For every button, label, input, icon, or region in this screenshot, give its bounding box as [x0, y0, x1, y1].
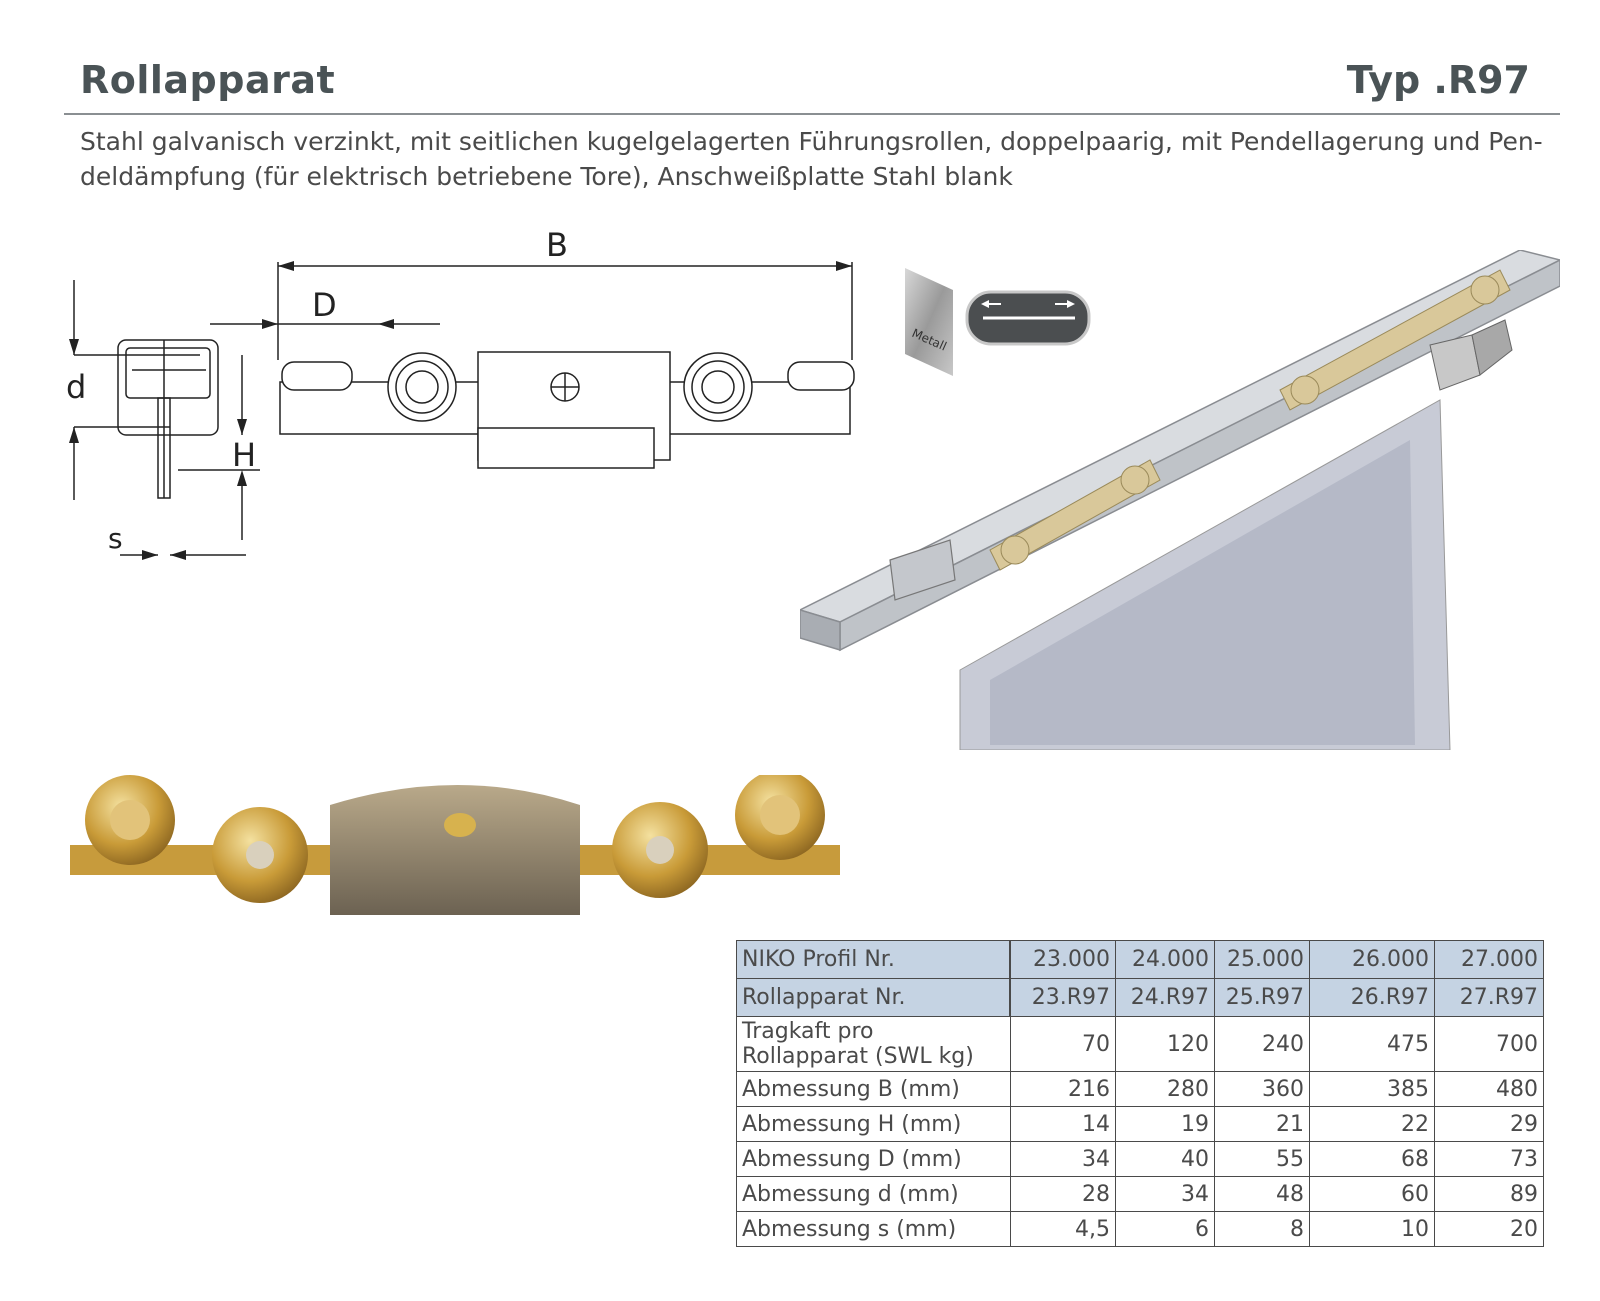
row-label: NIKO Profil Nr. — [736, 940, 1011, 979]
cell: 480 — [1434, 1071, 1544, 1107]
cell: 475 — [1309, 1016, 1435, 1072]
row-label: Abmessung D (mm) — [736, 1141, 1011, 1177]
table-row: Abmessung H (mm) 14 19 21 22 29 — [736, 1106, 1544, 1142]
cell: 360 — [1214, 1071, 1310, 1107]
cell: 27.000 — [1434, 940, 1544, 979]
cell: 48 — [1214, 1176, 1310, 1212]
table-row: Tragkaft pro Rollapparat (SWL kg) 70 120… — [736, 1016, 1544, 1072]
dim-label-s: s — [108, 522, 123, 555]
cell: 8 — [1214, 1211, 1310, 1247]
door-track-illustration — [800, 250, 1560, 750]
spec-table: NIKO Profil Nr. 23.000 24.000 25.000 26.… — [736, 940, 1544, 1247]
cell: 24.000 — [1115, 940, 1215, 979]
page-title: Rollapparat — [80, 58, 336, 102]
cell: 89 — [1434, 1176, 1544, 1212]
row-label: Abmessung H (mm) — [736, 1106, 1011, 1142]
cell: 385 — [1309, 1071, 1435, 1107]
cell: 34 — [1009, 1141, 1116, 1177]
cell: 280 — [1115, 1071, 1215, 1107]
center-plate — [330, 785, 580, 915]
cell: 700 — [1434, 1016, 1544, 1072]
table-row: Abmessung d (mm) 28 34 48 60 89 — [736, 1176, 1544, 1212]
row-label-line-2: Rollapparat (SWL kg) — [742, 1044, 974, 1069]
cell: 34 — [1115, 1176, 1215, 1212]
cell: 68 — [1309, 1141, 1435, 1177]
product-description: Stahl galvanisch verzinkt, mit seitliche… — [80, 127, 1543, 191]
table-row: Abmessung B (mm) 216 280 360 385 480 — [736, 1071, 1544, 1107]
cell: 29 — [1434, 1106, 1544, 1142]
cell: 6 — [1115, 1211, 1215, 1247]
dim-label-d-upper: D — [312, 286, 337, 324]
cell: 4,5 — [1009, 1211, 1116, 1247]
dim-label-b: B — [546, 230, 568, 264]
cell: 73 — [1434, 1141, 1544, 1177]
roller-photo — [70, 775, 840, 915]
type-label: Typ .R97 — [1346, 58, 1530, 102]
badges: Metall — [905, 268, 1091, 376]
cell: 21 — [1214, 1106, 1310, 1142]
cell: 216 — [1009, 1071, 1116, 1107]
cell: 14 — [1009, 1106, 1116, 1142]
row-label: Rollapparat Nr. — [736, 978, 1011, 1017]
cell: 22 — [1309, 1106, 1435, 1142]
cell: 10 — [1309, 1211, 1435, 1247]
row-label: Abmessung B (mm) — [736, 1071, 1011, 1107]
row-label: Abmessung d (mm) — [736, 1176, 1011, 1212]
cell: 40 — [1115, 1141, 1215, 1177]
dim-label-h: H — [232, 436, 256, 474]
cell: 120 — [1115, 1016, 1215, 1072]
header-divider — [64, 113, 1560, 115]
row-label: Abmessung s (mm) — [736, 1211, 1011, 1247]
row-label: Tragkaft pro Rollapparat (SWL kg) — [736, 1016, 1011, 1072]
table-row: Abmessung s (mm) 4,5 6 8 10 20 — [736, 1211, 1544, 1247]
cell: 26.000 — [1309, 940, 1435, 979]
row-label-line-1: Tragkaft pro — [742, 1019, 874, 1044]
cell: 24.R97 — [1115, 978, 1215, 1017]
technical-drawing: B D d H s — [66, 230, 855, 560]
table-row: Abmessung D (mm) 34 40 55 68 73 — [736, 1141, 1544, 1177]
table-row: NIKO Profil Nr. 23.000 24.000 25.000 26.… — [736, 940, 1544, 979]
cell: 19 — [1115, 1106, 1215, 1142]
cell: 23.R97 — [1009, 978, 1116, 1017]
cell: 27.R97 — [1434, 978, 1544, 1017]
cell: 25.000 — [1214, 940, 1310, 979]
cell: 60 — [1309, 1176, 1435, 1212]
cell: 28 — [1009, 1176, 1116, 1212]
table-row: Rollapparat Nr. 23.R97 24.R97 25.R97 26.… — [736, 978, 1544, 1017]
cell: 70 — [1009, 1016, 1116, 1072]
cell: 25.R97 — [1214, 978, 1310, 1017]
roller-carriage-2 — [1279, 269, 1511, 411]
cell: 55 — [1214, 1141, 1310, 1177]
metal-material-icon — [905, 268, 953, 376]
cell: 23.000 — [1009, 940, 1116, 979]
cell: 240 — [1214, 1016, 1310, 1072]
cell: 20 — [1434, 1211, 1544, 1247]
dim-label-d-lower: d — [66, 368, 86, 406]
roller-carriage-1 — [989, 459, 1161, 571]
cell: 26.R97 — [1309, 978, 1435, 1017]
motor-unit — [1429, 319, 1513, 391]
